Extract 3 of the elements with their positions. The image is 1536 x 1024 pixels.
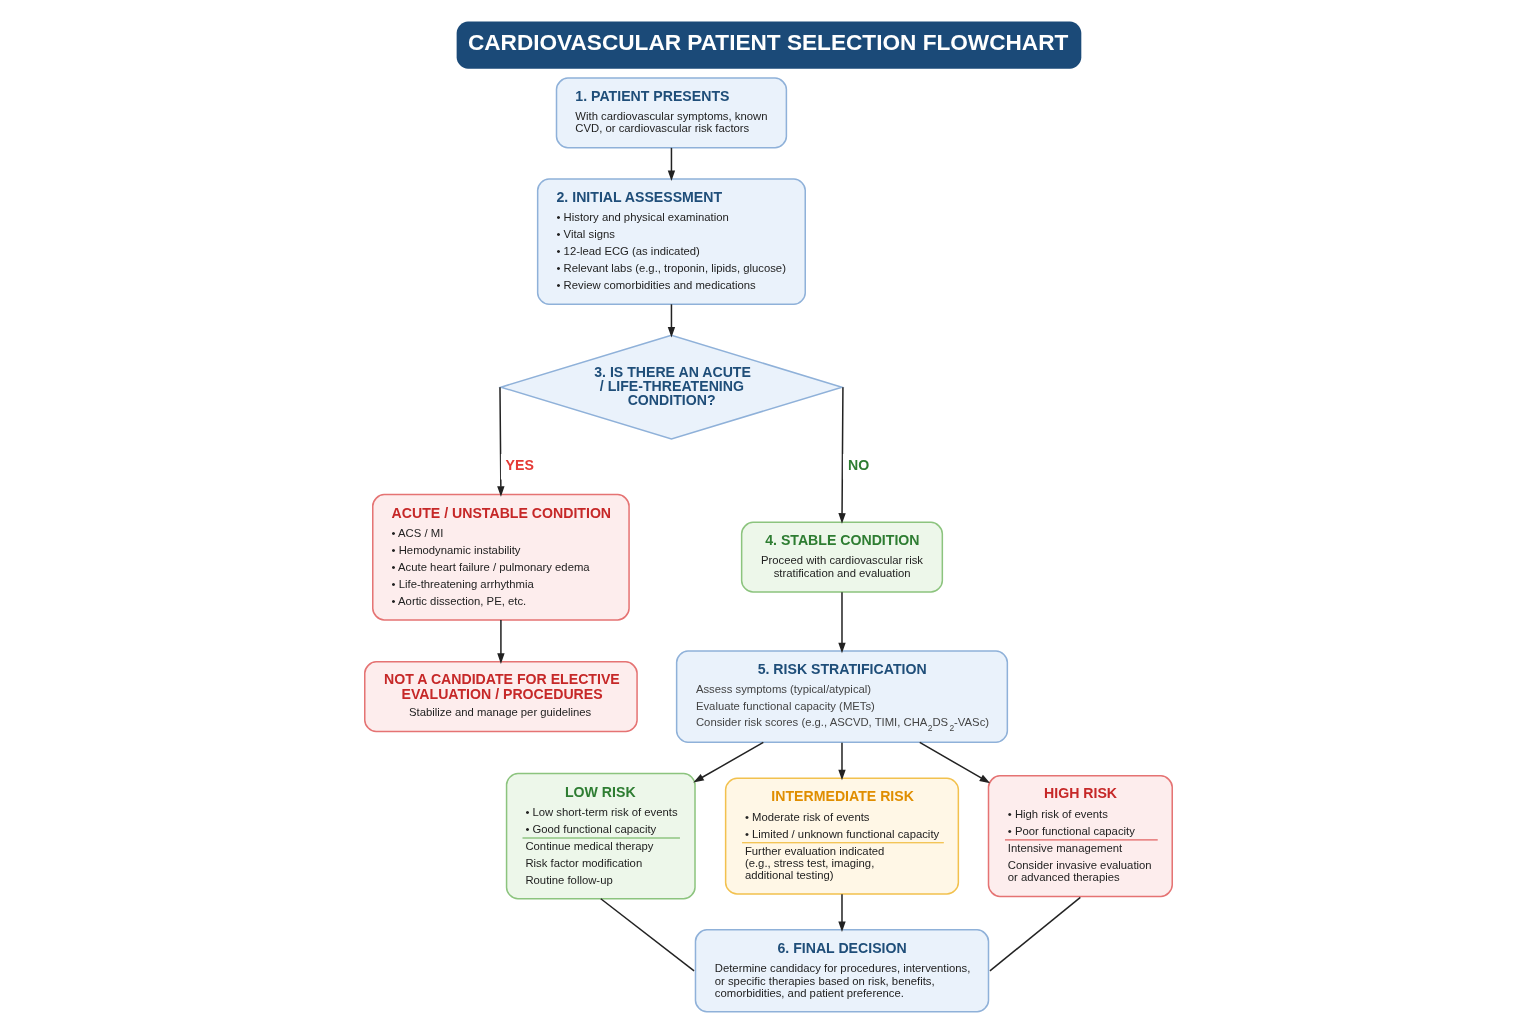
edge-label: NO xyxy=(847,456,869,473)
edge-label: YES xyxy=(505,456,534,473)
diagram-title: CARDIOVASCULAR PATIENT SELECTION FLOWCHART xyxy=(467,30,1068,56)
